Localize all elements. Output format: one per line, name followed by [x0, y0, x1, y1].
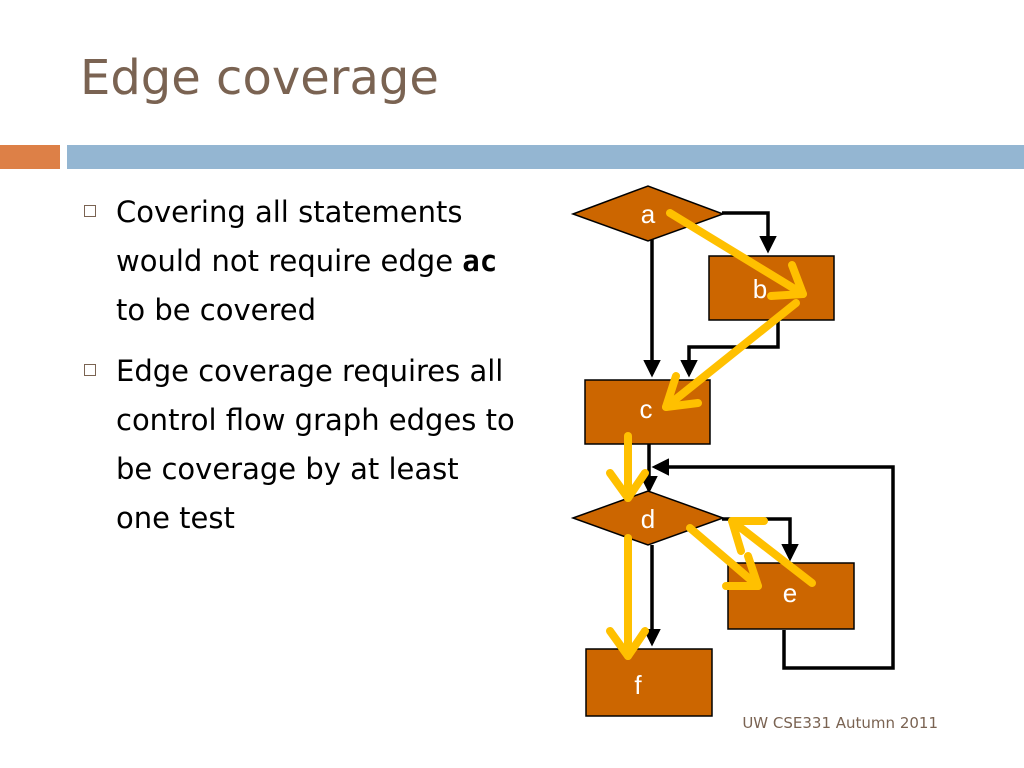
node-d	[570, 490, 726, 546]
square-bullet-icon	[84, 205, 96, 217]
highlight-arrow-e-d	[728, 517, 816, 587]
footer-text: UW CSE331 Autumn 2011	[742, 714, 938, 732]
slide-title: Edge coverage	[80, 50, 439, 106]
node-a	[570, 185, 726, 242]
node-label-c: c	[640, 394, 653, 424]
bullet-text-end: to be covered	[116, 293, 317, 327]
node-label-f: f	[634, 670, 642, 700]
bullet-item: Edge coverage requires all control flow …	[80, 347, 520, 543]
node-label-a: a	[641, 199, 656, 229]
highlight-arrow-c-d	[606, 432, 649, 502]
node-label-d: d	[641, 504, 655, 534]
node-label-b: b	[753, 274, 767, 304]
node-label-e: e	[783, 578, 797, 608]
edge-e-d	[651, 458, 895, 670]
bullet-text: Covering all statements would not requir…	[116, 195, 463, 278]
highlight-arrow-d-f	[606, 534, 649, 660]
highlight-arrow-b-c	[662, 299, 800, 411]
highlight-arrow-d-e	[686, 524, 762, 590]
edge-b-c	[680, 320, 780, 378]
accent-bar-orange	[0, 145, 60, 169]
bullet-text: Edge coverage requires all control flow …	[116, 354, 515, 535]
square-bullet-icon	[84, 364, 96, 376]
edge-a-b	[722, 211, 777, 254]
bullet-list: Covering all statements would not requir…	[80, 188, 520, 555]
bullet-code: ac	[462, 244, 498, 278]
highlight-arrow-a-b	[666, 209, 807, 300]
accent-bar-blue	[67, 145, 1024, 169]
bullet-item: Covering all statements would not requir…	[80, 188, 520, 335]
node-b	[708, 255, 835, 321]
node-f	[585, 648, 713, 717]
